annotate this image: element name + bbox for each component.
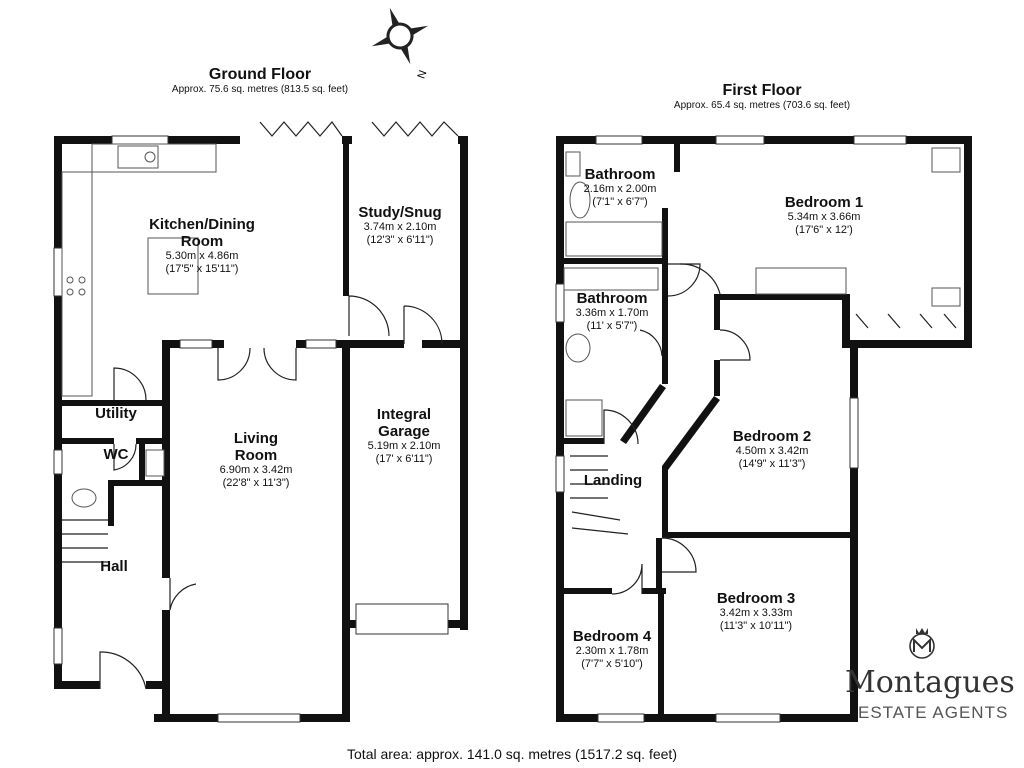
room-living: Living Room 6.90m x 3.42m (22'8" x 11'3"… bbox=[219, 430, 293, 489]
ground-floor-fixtures bbox=[61, 143, 217, 563]
room-hall: Hall bbox=[100, 558, 128, 575]
room-landing: Landing bbox=[583, 472, 643, 489]
crown-m-logo-icon bbox=[909, 628, 935, 659]
ground-floor-area: Approx. 75.6 sq. metres (813.5 sq. feet) bbox=[171, 84, 349, 95]
total-area: Total area: approx. 141.0 sq. metres (15… bbox=[347, 746, 677, 762]
first-floor-fixtures bbox=[563, 147, 961, 535]
room-bedroom-3: Bedroom 3 3.42m x 3.33m (11'3" x 10'11") bbox=[716, 590, 796, 632]
agent-name: Montagues bbox=[845, 665, 1015, 700]
compass-north-label: N bbox=[416, 69, 430, 81]
ground-floor-windows bbox=[53, 135, 449, 723]
ground-floor-title: Ground Floor bbox=[208, 66, 312, 83]
agent-logo-letter: M bbox=[916, 638, 928, 652]
room-bedroom-1: Bedroom 1 5.34m x 3.66m (17'6" x 12') bbox=[784, 194, 864, 236]
room-bathroom-2: Bathroom 3.36m x 1.70m (11' x 5'7") bbox=[575, 290, 649, 332]
first-floor-doors bbox=[603, 263, 957, 595]
room-bedroom-4: Bedroom 4 2.30m x 1.78m (7'7" x 5'10") bbox=[572, 628, 652, 670]
room-study-snug: Study/Snug 3.74m x 2.10m (12'3" x 6'11") bbox=[358, 204, 442, 246]
first-floor-area: Approx. 65.4 sq. metres (703.6 sq. feet) bbox=[673, 100, 851, 111]
first-floor-windows bbox=[555, 135, 907, 723]
agent-tagline: ESTATE AGENTS bbox=[858, 703, 1009, 722]
ground-floor-doors bbox=[99, 121, 459, 690]
room-wc: WC bbox=[103, 446, 129, 463]
first-floor-title: First Floor bbox=[722, 82, 802, 99]
room-kitchen-dining: Kitchen/Dining Room 5.30m x 4.86m (17'5"… bbox=[149, 216, 255, 275]
compass-rose-icon bbox=[371, 7, 429, 65]
room-bedroom-2: Bedroom 2 4.50m x 3.42m (14'9" x 11'3") bbox=[732, 428, 812, 470]
room-bathroom-1: Bathroom 2.16m x 2.00m (7'1" x 6'7") bbox=[583, 166, 657, 208]
room-utility: Utility bbox=[95, 405, 137, 422]
room-integral-garage: Integral Garage 5.19m x 2.10m (17' x 6'1… bbox=[367, 406, 441, 465]
